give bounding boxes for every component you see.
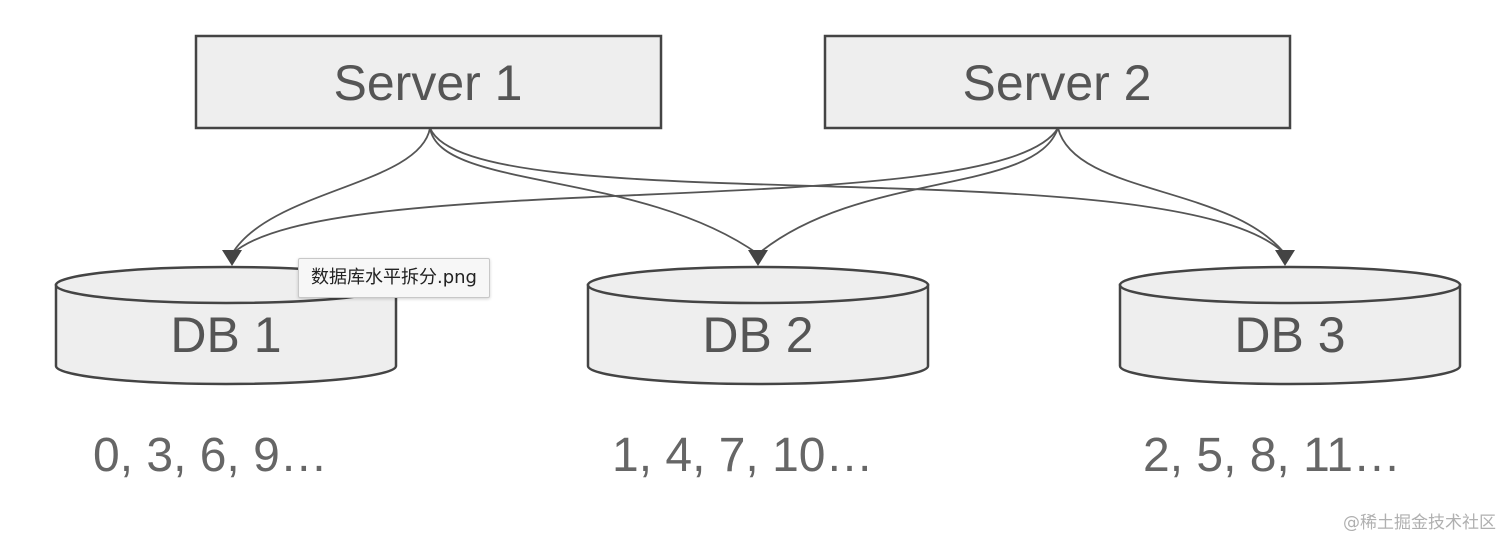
edge-server1-db1 [231, 127, 431, 255]
db-3-label: DB 3 [1234, 307, 1345, 363]
db-1: DB 1 [54, 265, 398, 386]
db-3-top [1118, 265, 1462, 305]
server-2-label: Server 2 [963, 55, 1152, 111]
arrowhead-db3 [1275, 250, 1295, 266]
server-2-box [823, 34, 1292, 130]
arrowhead-db2 [748, 250, 768, 266]
db-1-label: DB 1 [170, 307, 281, 363]
db-3-ids: 2, 5, 8, 11… [1143, 429, 1401, 482]
server-1-box [194, 34, 663, 130]
server-1: Server 1 [194, 34, 663, 130]
db-2-ids: 1, 4, 7, 10… [612, 429, 874, 482]
server-2: Server 2 [823, 34, 1292, 130]
db-2-top [586, 265, 930, 305]
arrowhead-db1 [222, 250, 242, 266]
db-2-cylinder [586, 283, 930, 386]
watermark: @稀土掘金技术社区 [1343, 513, 1496, 533]
shard-id-labels: 0, 3, 6, 9… 1, 4, 7, 10… 2, 5, 8, 11… [93, 429, 1401, 482]
filename-tooltip: 数据库水平拆分.png [298, 258, 490, 298]
edge-server1-db3 [429, 127, 1286, 255]
edge-server2-db2 [757, 127, 1059, 255]
db-2: DB 2 [586, 265, 930, 386]
db-2-label: DB 2 [702, 307, 813, 363]
db-1-ids: 0, 3, 6, 9… [93, 429, 328, 482]
db-1-cylinder [54, 283, 398, 386]
edge-server2-db3 [1057, 127, 1286, 255]
server-1-label: Server 1 [334, 55, 523, 111]
arrowheads [222, 250, 1295, 266]
db-3-cylinder [1118, 283, 1462, 386]
edge-server1-db2 [429, 127, 759, 255]
db-3: DB 3 [1118, 265, 1462, 386]
edges [231, 127, 1286, 255]
edge-server2-db1 [231, 127, 1059, 255]
